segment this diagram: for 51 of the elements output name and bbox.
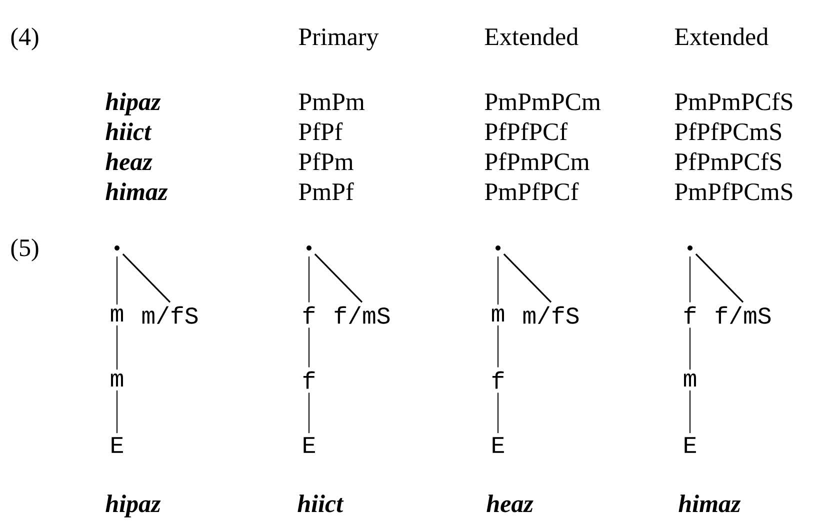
tree-label: f: [303, 371, 315, 389]
tree-label: m: [110, 308, 123, 322]
tree-branch: [308, 327, 310, 368]
column-header: Extended: [674, 28, 768, 46]
word-label: hipaz: [106, 92, 161, 116]
tree-branch: [308, 256, 310, 303]
tree-branch: [116, 324, 118, 370]
word-label: hiict: [106, 122, 152, 140]
tree-label: f: [303, 306, 315, 324]
tree-label: m: [110, 374, 123, 386]
tree-label: m/fS: [142, 306, 198, 324]
table-cell: PfPmPCfS: [674, 152, 782, 170]
tree-label: E: [684, 437, 696, 453]
tree-branch: [116, 256, 118, 306]
word-label: himaz: [106, 182, 168, 200]
tree-label: m: [492, 308, 504, 322]
example-number: (4): [11, 28, 38, 50]
word-label: heaz: [106, 152, 152, 170]
tree-label: f: [492, 371, 504, 389]
tree-caption: hipaz: [106, 494, 161, 518]
tree-branch: [308, 392, 310, 434]
tree-label: f/mS: [716, 306, 771, 324]
tree-label: E: [112, 437, 123, 453]
column-header: Primary: [298, 28, 379, 50]
tree-branch: [116, 390, 118, 434]
tree-label: f: [684, 306, 696, 324]
tree-branch: [314, 254, 363, 303]
tree-label: m: [684, 374, 696, 386]
table-cell: PfPf: [298, 122, 343, 140]
tree-label: f/mS: [334, 306, 390, 324]
tree-caption: heaz: [486, 494, 534, 512]
tree-branch: [122, 254, 171, 303]
tree-branch: [695, 254, 744, 303]
table-cell: PmPmPCfS: [674, 92, 792, 110]
column-header: Extended: [484, 28, 578, 46]
tree-caption: himaz: [678, 494, 741, 512]
table-cell: PmPf: [298, 182, 354, 200]
table-cell: PfPmPCm: [484, 152, 590, 170]
tree-label: E: [304, 437, 315, 453]
table-cell: PmPmPCm: [484, 93, 601, 110]
table-cell: PmPfPCmS: [674, 182, 792, 200]
example-number: (5): [11, 238, 38, 262]
table-cell: PmPm: [298, 94, 364, 110]
table-cell: PmPfPCf: [484, 182, 579, 200]
tree-label: m/fS: [523, 306, 579, 324]
tree-caption: hiict: [298, 494, 344, 512]
table-cell: PfPfPCmS: [674, 122, 782, 140]
tree-branch: [503, 254, 552, 303]
table-cell: PfPm: [298, 152, 354, 170]
table-cell: PfPfPCf: [484, 122, 568, 140]
tree-label: E: [492, 437, 504, 453]
